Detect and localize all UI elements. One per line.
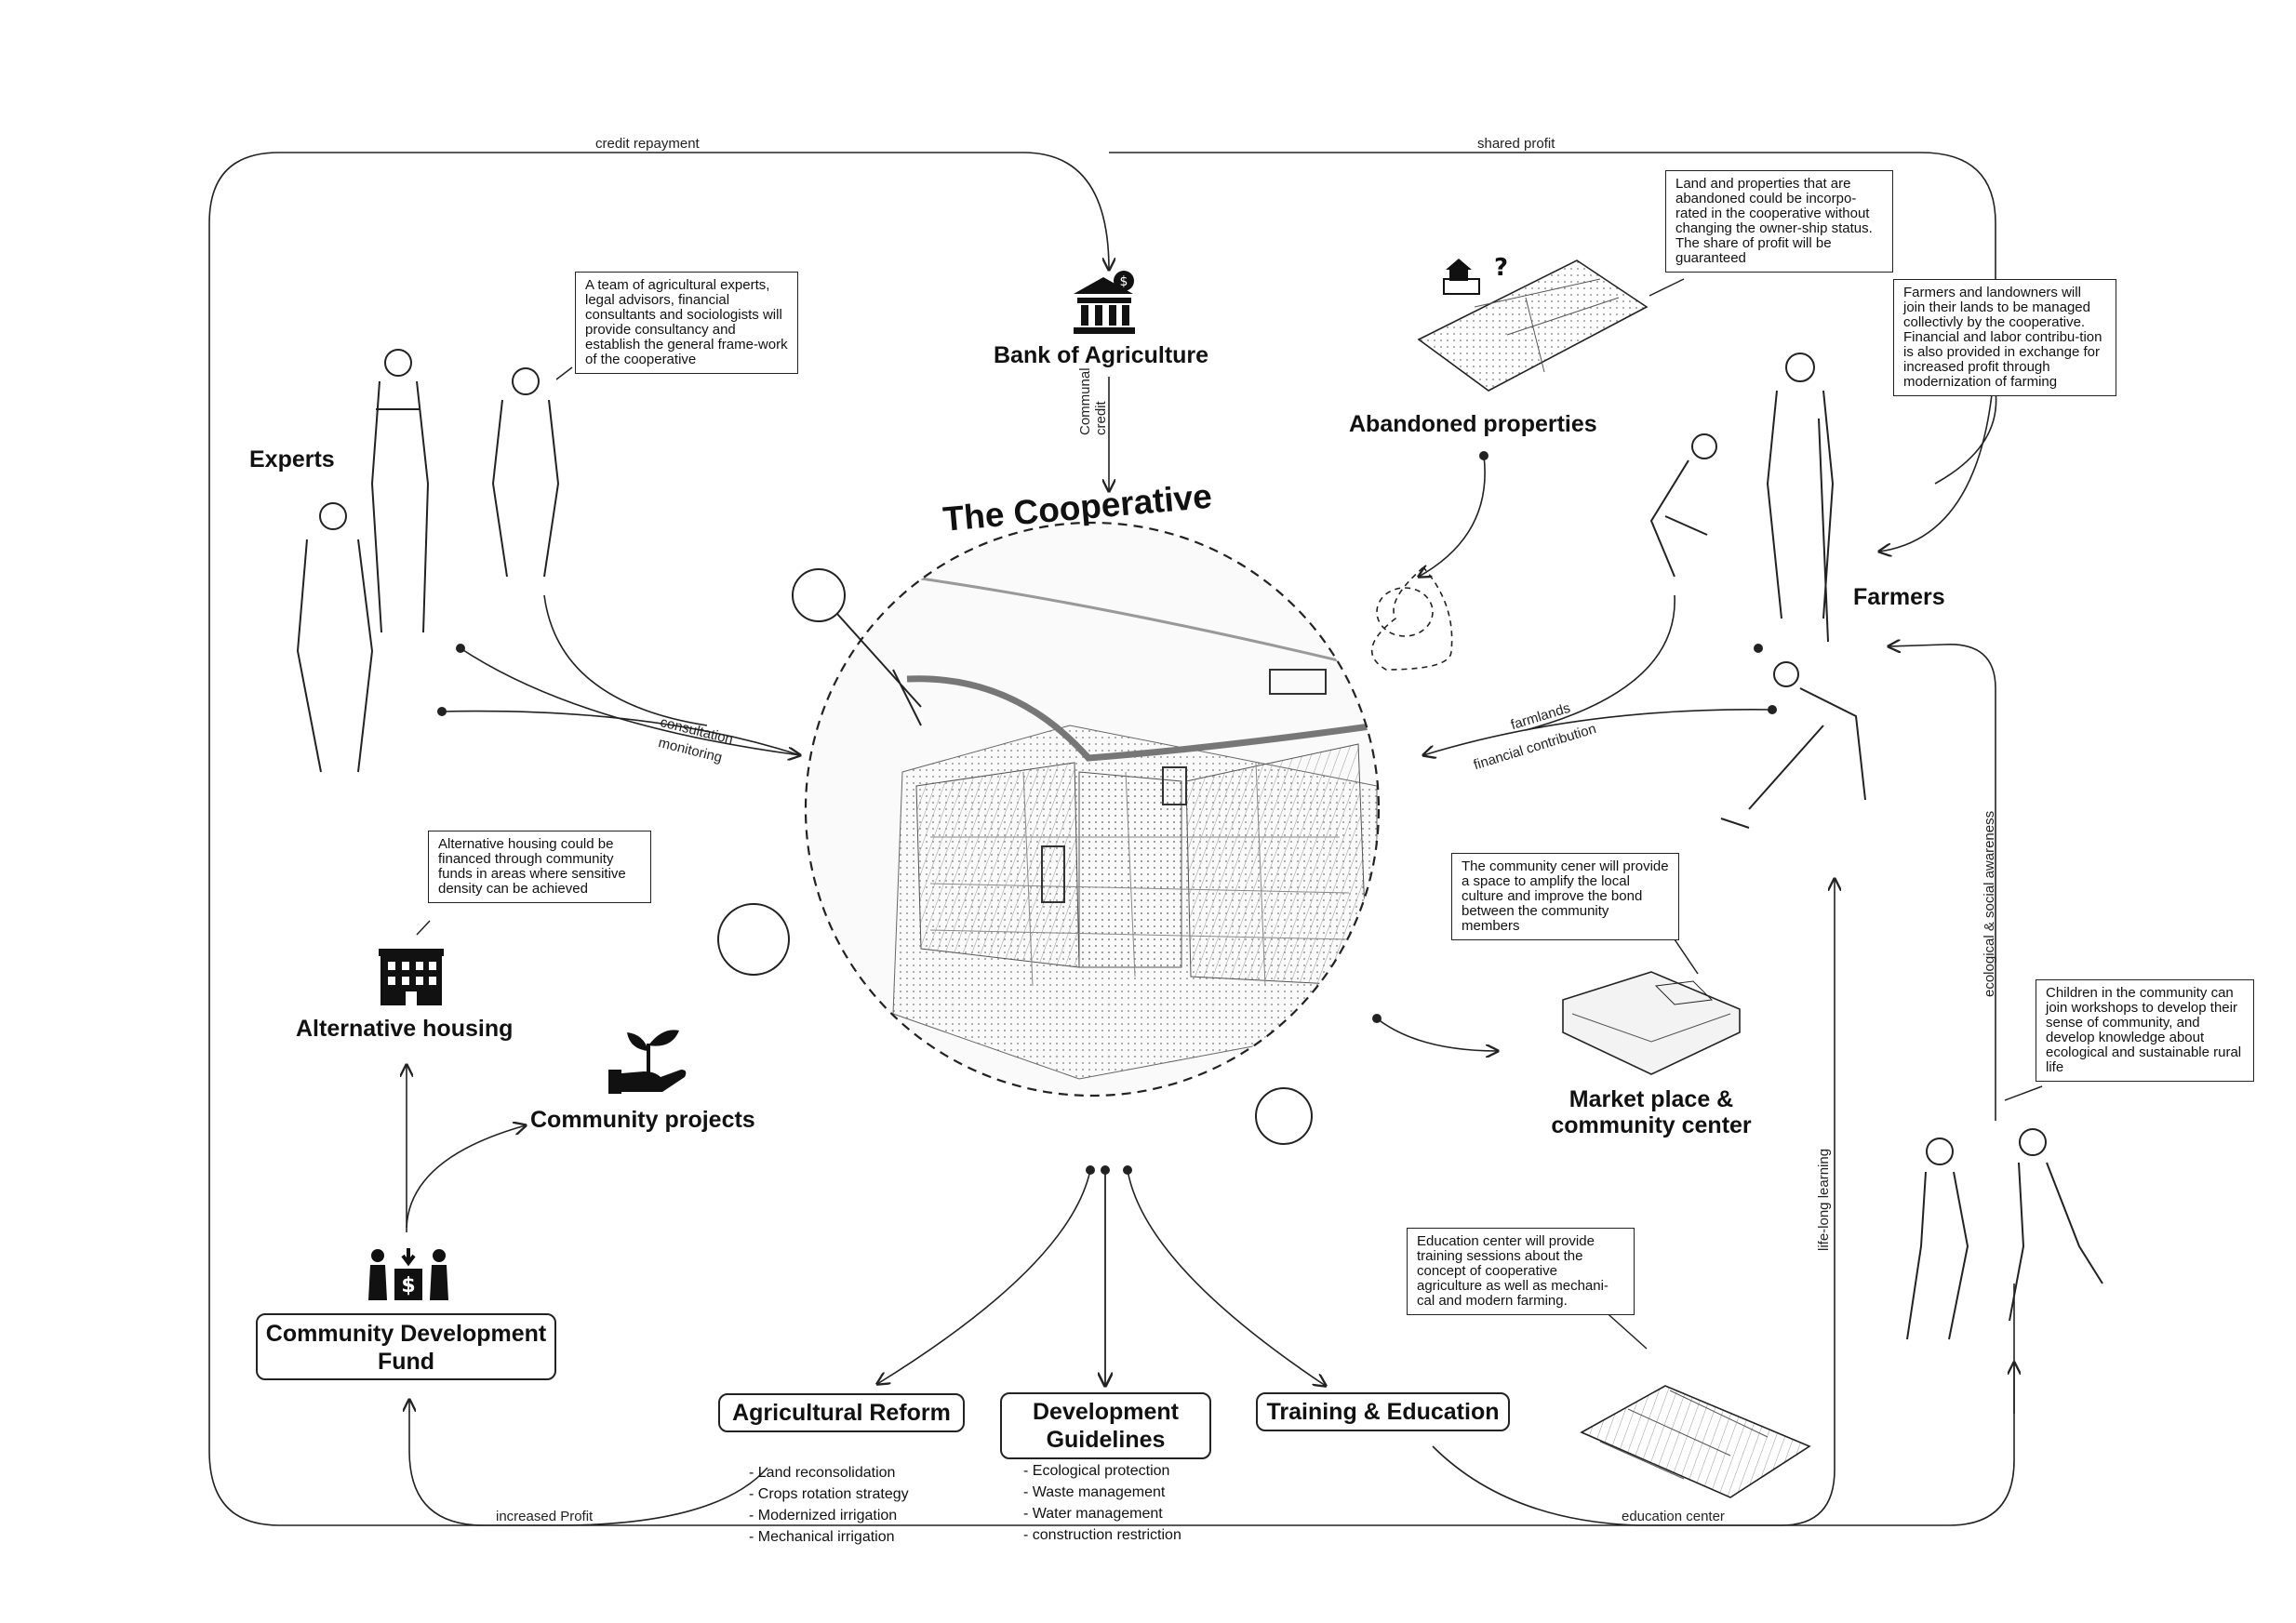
children-note: Children in the community can join works… — [2036, 979, 2254, 1082]
program-development-guidelines: Development Guidelines — [1000, 1392, 1211, 1459]
life-long-learning-label: life-long learning — [1816, 1148, 1832, 1251]
farmers-title: Farmers — [1853, 584, 1945, 610]
bank-title: Bank of Agriculture — [994, 342, 1209, 368]
list-item: - Modernized irrigation — [749, 1508, 898, 1523]
children-figures — [1906, 1128, 2103, 1340]
list-item: - Ecological protection — [1023, 1463, 1170, 1479]
housing-note: Alternative housing could be financed th… — [428, 831, 651, 903]
shared-profit-label: shared profit — [1477, 136, 1555, 152]
list-item: - Land reconsolidation — [749, 1465, 896, 1481]
market-title: Market place & community center — [1551, 1086, 1752, 1138]
fund-title: Community Development Fund — [265, 1321, 547, 1375]
abandoned-title: Abandoned properties — [1349, 411, 1597, 437]
program-training-education: Training & Education — [1256, 1392, 1510, 1431]
program-title: Agricultural Reform — [732, 1400, 951, 1426]
svg-text:$: $ — [1120, 274, 1128, 289]
housing-title: Alternative housing — [296, 1016, 514, 1042]
community-projects-title: Community projects — [530, 1107, 755, 1133]
overhead-figures — [717, 568, 1313, 1145]
education-center-flow-label: education center — [1622, 1509, 1725, 1524]
property-question-icon: ? — [1443, 254, 1507, 295]
plant-hand-icon — [608, 1030, 687, 1094]
list-item: - Crops rotation strategy — [749, 1486, 909, 1502]
credit-repayment-label: credit repayment — [595, 136, 700, 152]
development-guidelines-list: - Ecological protection - Waste manageme… — [1023, 1460, 1181, 1546]
farmers-figures — [1649, 353, 1866, 829]
experts-figures — [296, 349, 560, 773]
fund-box: Community Development Fund — [256, 1313, 556, 1380]
market-note: The community cener will provide a space… — [1451, 853, 1679, 940]
list-item: - Waste management — [1023, 1484, 1166, 1500]
ecological-awareness-label: ecological & social awareness — [1982, 810, 1997, 997]
program-title: Development Guidelines — [1033, 1399, 1179, 1453]
cooperative-map — [806, 523, 1379, 1096]
bank-icon: $ — [1074, 271, 1135, 334]
list-item: - construction restriction — [1023, 1527, 1181, 1543]
education-building-drawing — [1580, 1385, 1811, 1498]
market-building-drawing — [1562, 971, 1741, 1075]
agricultural-reform-list: - Land reconsolidation - Crops rotation … — [749, 1462, 909, 1548]
increased-profit-label: increased Profit — [496, 1509, 594, 1524]
list-item: - Mechanical irrigation — [749, 1529, 895, 1545]
farmers-note: Farmers and landowners will join their l… — [1893, 279, 2116, 396]
experts-title: Experts — [249, 446, 335, 472]
people-money-icon: $ — [368, 1248, 448, 1300]
list-item: - Water management — [1023, 1506, 1163, 1522]
experts-note: A team of agricultural experts, legal ad… — [575, 272, 798, 374]
abandoned-properties-drawing — [1417, 259, 1649, 392]
abandoned-note: Land and properties that are abandoned c… — [1665, 170, 1893, 273]
building-icon — [379, 949, 444, 1005]
education-note: Education center will provide training s… — [1407, 1228, 1635, 1315]
svg-text:$: $ — [401, 1274, 415, 1297]
program-agricultural-reform: Agricultural Reform — [718, 1393, 965, 1432]
program-title: Training & Education — [1266, 1399, 1500, 1425]
svg-text:?: ? — [1494, 254, 1507, 282]
